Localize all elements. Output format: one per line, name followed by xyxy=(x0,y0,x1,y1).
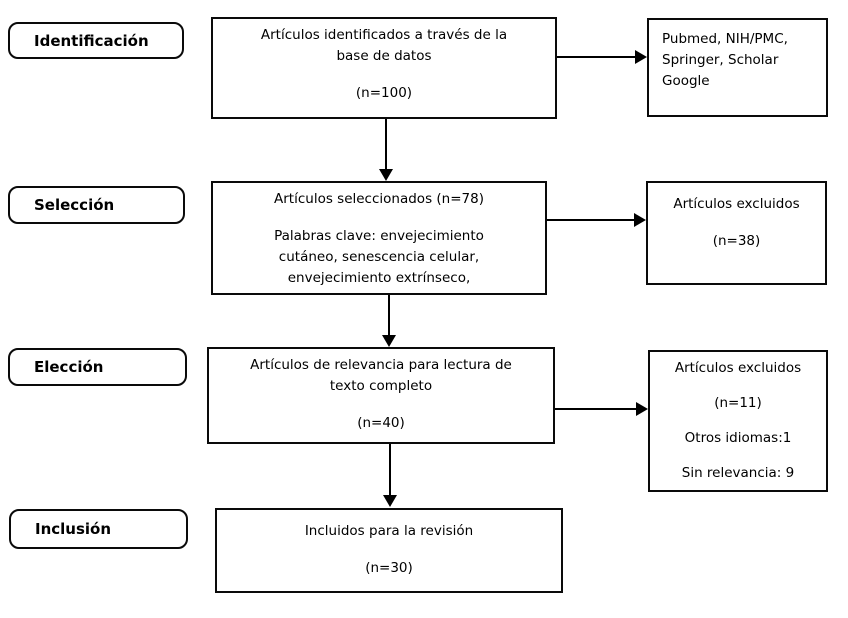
side-box-excluded-38: Artículos excluidos (n=38) xyxy=(646,181,827,285)
arrowhead-down-icon xyxy=(379,169,393,181)
side-box-excluded-11: Artículos excluidos (n=11) Otros idiomas… xyxy=(648,350,828,492)
box-text-line: (n=40) xyxy=(357,415,405,431)
main-box-fulltext: Artículos de relevancia para lectura de … xyxy=(207,347,555,444)
main-box-selected: Artículos seleccionados (n=78) Palabras … xyxy=(211,181,547,295)
box-text-line: base de datos xyxy=(336,48,432,64)
box-text-line: Artículos de relevancia para lectura de xyxy=(250,357,512,373)
box-text-line: Incluidos para la revisión xyxy=(304,523,474,539)
stage-label-eleccion: Elección xyxy=(8,348,187,386)
box-text-line: Artículos excluidos xyxy=(674,360,802,376)
box-text-line xyxy=(213,210,545,226)
box-text-line: (n=100) xyxy=(355,85,413,101)
box-text-line xyxy=(209,397,553,413)
arrowhead-down-icon xyxy=(382,335,396,347)
side-box-databases: Pubmed, NIH/PMC, Springer, Scholar Googl… xyxy=(647,18,828,117)
arrowhead-right-icon xyxy=(636,402,648,416)
box-text-line xyxy=(648,215,825,231)
box-text-line xyxy=(217,542,561,558)
arrowhead-down-icon xyxy=(383,495,397,507)
stage-label-text: Selección xyxy=(34,196,115,214)
stage-label-text: Elección xyxy=(34,358,104,376)
box-text-line: Otros idiomas:1 xyxy=(684,430,792,446)
box-text-line: (n=38) xyxy=(712,233,761,249)
stage-label-inclusion: Inclusión xyxy=(9,509,188,549)
box-text-line: Pubmed, NIH/PMC, xyxy=(662,31,788,47)
stage-label-text: Inclusión xyxy=(35,520,112,538)
box-text-line: Sin relevancia: 9 xyxy=(681,465,795,481)
main-box-included: Incluidos para la revisión (n=30) xyxy=(215,508,563,593)
box-text-line xyxy=(650,414,826,428)
box-text-line: Artículos identificados a través de la xyxy=(260,27,508,43)
box-text-line: Artículos seleccionados (n=78) xyxy=(274,191,484,207)
stage-label-identificacion: Identificación xyxy=(8,22,184,59)
box-text-line: cutáneo, senescencia celular, xyxy=(278,249,480,265)
main-box-identified: Artículos identificados a través de la b… xyxy=(211,17,557,119)
box-text-line xyxy=(213,67,555,83)
box-text-line: Google xyxy=(662,73,710,89)
stage-label-text: Identificación xyxy=(34,31,149,50)
arrowhead-right-icon xyxy=(635,50,647,64)
box-text-line: texto completo xyxy=(329,378,433,394)
box-text-line: Artículos excluidos xyxy=(673,196,800,212)
box-text-line: Springer, Scholar xyxy=(662,52,779,68)
arrowhead-right-icon xyxy=(634,213,646,227)
box-text-line: Palabras clave: envejecimiento xyxy=(274,228,484,244)
stage-label-seleccion: Selección xyxy=(8,186,185,224)
box-text-line xyxy=(650,449,826,463)
box-text-line: (n=30) xyxy=(365,560,413,576)
box-text-line xyxy=(650,379,826,393)
box-text-line: (n=11) xyxy=(714,395,762,411)
box-text-line: envejecimiento extrínseco, xyxy=(287,270,471,286)
